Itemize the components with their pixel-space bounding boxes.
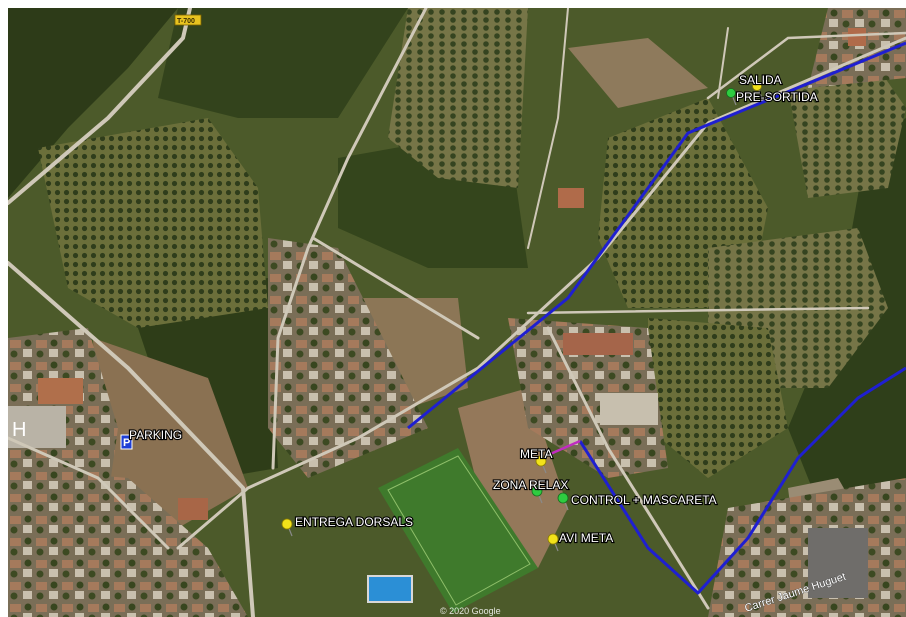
yellow-pushpin-icon: [547, 533, 559, 552]
race-route-line[interactable]: [407, 41, 906, 430]
dirt-field: [93, 338, 248, 528]
building: [848, 28, 866, 46]
marker-label: CONTROL + MASCARETA: [571, 493, 717, 507]
marker-entrega-dorsals[interactable]: ENTREGA DORSALS: [281, 514, 414, 537]
building: [178, 498, 208, 520]
finish-segment-line[interactable]: [547, 439, 581, 457]
town-area: [8, 468, 248, 617]
green-pushpin-icon: [531, 485, 543, 504]
green-pushpin-icon: [557, 492, 569, 511]
map-canvas: H T-700 Carrer Jaume Huguet SALIDA: [8, 8, 906, 617]
road-network: [8, 8, 906, 617]
orchard-field: [38, 118, 268, 328]
race-route-loop-line[interactable]: [578, 366, 906, 595]
marker-salida[interactable]: SALIDA: [738, 72, 783, 99]
yellow-pushpin-icon: [535, 455, 547, 474]
forest-area: [8, 8, 178, 198]
marker-label: PARKING: [129, 428, 182, 442]
yellow-pushpin-icon: [752, 81, 763, 99]
building: [558, 188, 584, 208]
marker-zona-relax[interactable]: ZONA RELAX: [492, 477, 569, 504]
orchard-field: [388, 8, 528, 188]
satellite-map[interactable]: H T-700 Carrer Jaume Huguet SALIDA: [8, 8, 906, 617]
helipad-h: H: [12, 419, 26, 441]
town-area: [268, 238, 428, 478]
marker-meta[interactable]: META: [519, 446, 554, 474]
swimming-pool: [367, 575, 413, 603]
orchard-field: [648, 318, 788, 478]
marker-label: ENTREGA DORSALS: [295, 515, 413, 529]
map-copyright: © 2020 Google: [440, 606, 501, 616]
football-pitch: [378, 448, 538, 613]
road-shield: [174, 14, 202, 26]
building: [600, 393, 658, 425]
marker-label: AVI META: [559, 531, 613, 545]
building: [38, 378, 83, 404]
marker-avi-meta[interactable]: AVI META: [547, 530, 614, 552]
orchard-field: [788, 68, 906, 198]
marker-pre-sortida[interactable]: PRE-SORTIDA: [726, 88, 819, 106]
building: [563, 333, 633, 355]
pitch-lines: [387, 455, 531, 606]
road-shield-label: T-700: [177, 18, 195, 25]
dirt-field: [568, 38, 708, 108]
marker-control-mascareta[interactable]: CONTROL + MASCARETA: [557, 492, 718, 511]
marker-label: SALIDA: [739, 73, 782, 87]
svg-text:P: P: [123, 437, 130, 449]
marker-parking[interactable]: P PARKING: [120, 427, 183, 450]
yellow-pushpin-icon: [281, 518, 293, 537]
parking-icon: P: [120, 434, 133, 450]
forest-area: [158, 8, 408, 118]
marker-label: META: [520, 447, 552, 461]
town-area: [508, 318, 668, 478]
building: [808, 528, 868, 598]
marker-label: ZONA RELAX: [493, 478, 568, 492]
marker-label: PRE-SORTIDA: [736, 90, 818, 104]
green-pushpin-icon: [726, 88, 737, 106]
